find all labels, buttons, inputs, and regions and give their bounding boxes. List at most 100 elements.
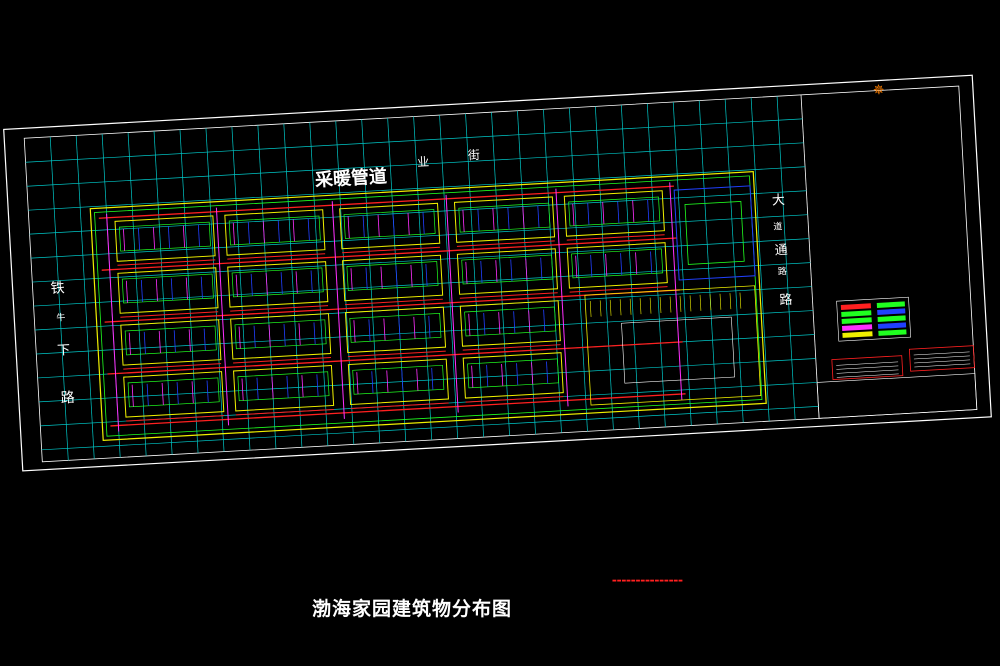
unit-partition — [507, 207, 510, 230]
grid-line — [620, 104, 640, 429]
unit-partition — [395, 265, 398, 288]
building-block — [344, 306, 447, 354]
title-block — [816, 373, 978, 419]
unit-partition — [543, 309, 546, 332]
parking-stall — [609, 299, 612, 316]
unit-partition — [125, 280, 128, 303]
unit-partition — [128, 332, 131, 355]
grid-line — [41, 406, 819, 451]
notes-line — [836, 373, 899, 378]
unit-partition — [161, 382, 164, 405]
unit-partition — [167, 226, 171, 249]
road-right-char-2: 道 — [773, 220, 783, 232]
unit-partition — [546, 361, 549, 384]
grid-line — [698, 100, 718, 425]
building-block — [453, 196, 556, 243]
unit-partition — [368, 319, 371, 342]
building-block — [462, 352, 564, 399]
parking-area — [584, 285, 762, 406]
unit-partition — [347, 216, 350, 239]
unit-partition — [528, 310, 531, 333]
unit-partition — [513, 311, 516, 334]
unit-partition — [365, 267, 368, 290]
unit-partition — [176, 382, 179, 405]
building-unit — [461, 254, 554, 285]
building-block — [566, 242, 668, 289]
grid-line — [36, 310, 814, 355]
grid-line — [231, 126, 251, 451]
unit-partition — [247, 221, 250, 244]
unit-partition — [250, 273, 253, 296]
legend-frame — [836, 296, 912, 342]
grid-line — [32, 238, 810, 283]
legend-swatch — [877, 322, 907, 329]
unit-partition — [188, 329, 191, 352]
unit-partition — [143, 331, 146, 354]
road-right-char-4: 路 — [778, 265, 788, 277]
building-unit — [124, 325, 217, 356]
heating-pipe — [123, 363, 222, 370]
branch-pipe — [215, 207, 230, 426]
unit-partition — [590, 254, 593, 277]
unit-partition — [292, 219, 295, 242]
unit-partition — [152, 227, 156, 250]
unit-partition — [495, 260, 498, 283]
unit-partition — [422, 212, 425, 235]
building-block — [459, 300, 561, 347]
building-unit — [467, 358, 560, 389]
unit-partition — [650, 251, 653, 274]
notes-line — [914, 359, 971, 364]
main-heating-pipe — [101, 237, 677, 271]
road-right-char-1: 大 — [771, 193, 785, 209]
grid-line — [25, 118, 803, 163]
building-unit — [349, 313, 442, 343]
grid-line — [29, 190, 807, 235]
unit-partition — [398, 317, 401, 340]
heating-pipe — [235, 408, 334, 416]
building-block — [117, 267, 219, 314]
building-unit — [571, 248, 664, 279]
unit-partition — [253, 325, 256, 348]
unit-partition — [353, 320, 356, 343]
unit-partition — [286, 375, 289, 399]
notes-line — [836, 361, 899, 366]
unit-partition — [605, 254, 608, 277]
parking-stall — [599, 300, 602, 317]
unit-partition — [386, 370, 389, 393]
unit-partition — [531, 362, 534, 385]
building-unit — [237, 371, 330, 402]
building-unit — [228, 215, 321, 246]
heating-pipe — [117, 259, 216, 266]
unit-partition — [283, 324, 286, 347]
unit-partition — [525, 258, 528, 281]
parking-stall — [629, 298, 632, 315]
plaza-outline — [621, 316, 735, 384]
grid-line — [361, 119, 381, 443]
unit-partition — [465, 261, 468, 284]
grid-line — [30, 214, 808, 259]
grid-line — [38, 358, 816, 403]
unit-partition — [392, 213, 395, 236]
building-unit — [231, 267, 324, 298]
unit-partition — [617, 201, 620, 224]
unit-partition — [620, 253, 623, 276]
unit-partition — [572, 203, 575, 226]
notes-line — [836, 365, 899, 370]
road-right-char-5: 路 — [779, 292, 793, 309]
building-block — [224, 209, 326, 256]
unit-partition — [182, 225, 185, 248]
unit-partition — [277, 220, 280, 243]
unit-partition — [413, 316, 416, 339]
unit-partition — [486, 364, 489, 387]
unit-partition — [185, 277, 188, 300]
parking-stall — [669, 296, 672, 313]
unit-partition — [197, 224, 200, 247]
unit-partition — [632, 200, 635, 223]
unit-partition — [575, 255, 578, 278]
building-unit — [234, 319, 327, 350]
unit-partition — [241, 378, 244, 401]
grid-line — [594, 106, 614, 430]
heating-pipe — [462, 344, 561, 351]
grid-line — [750, 97, 770, 422]
unit-partition — [138, 228, 141, 251]
